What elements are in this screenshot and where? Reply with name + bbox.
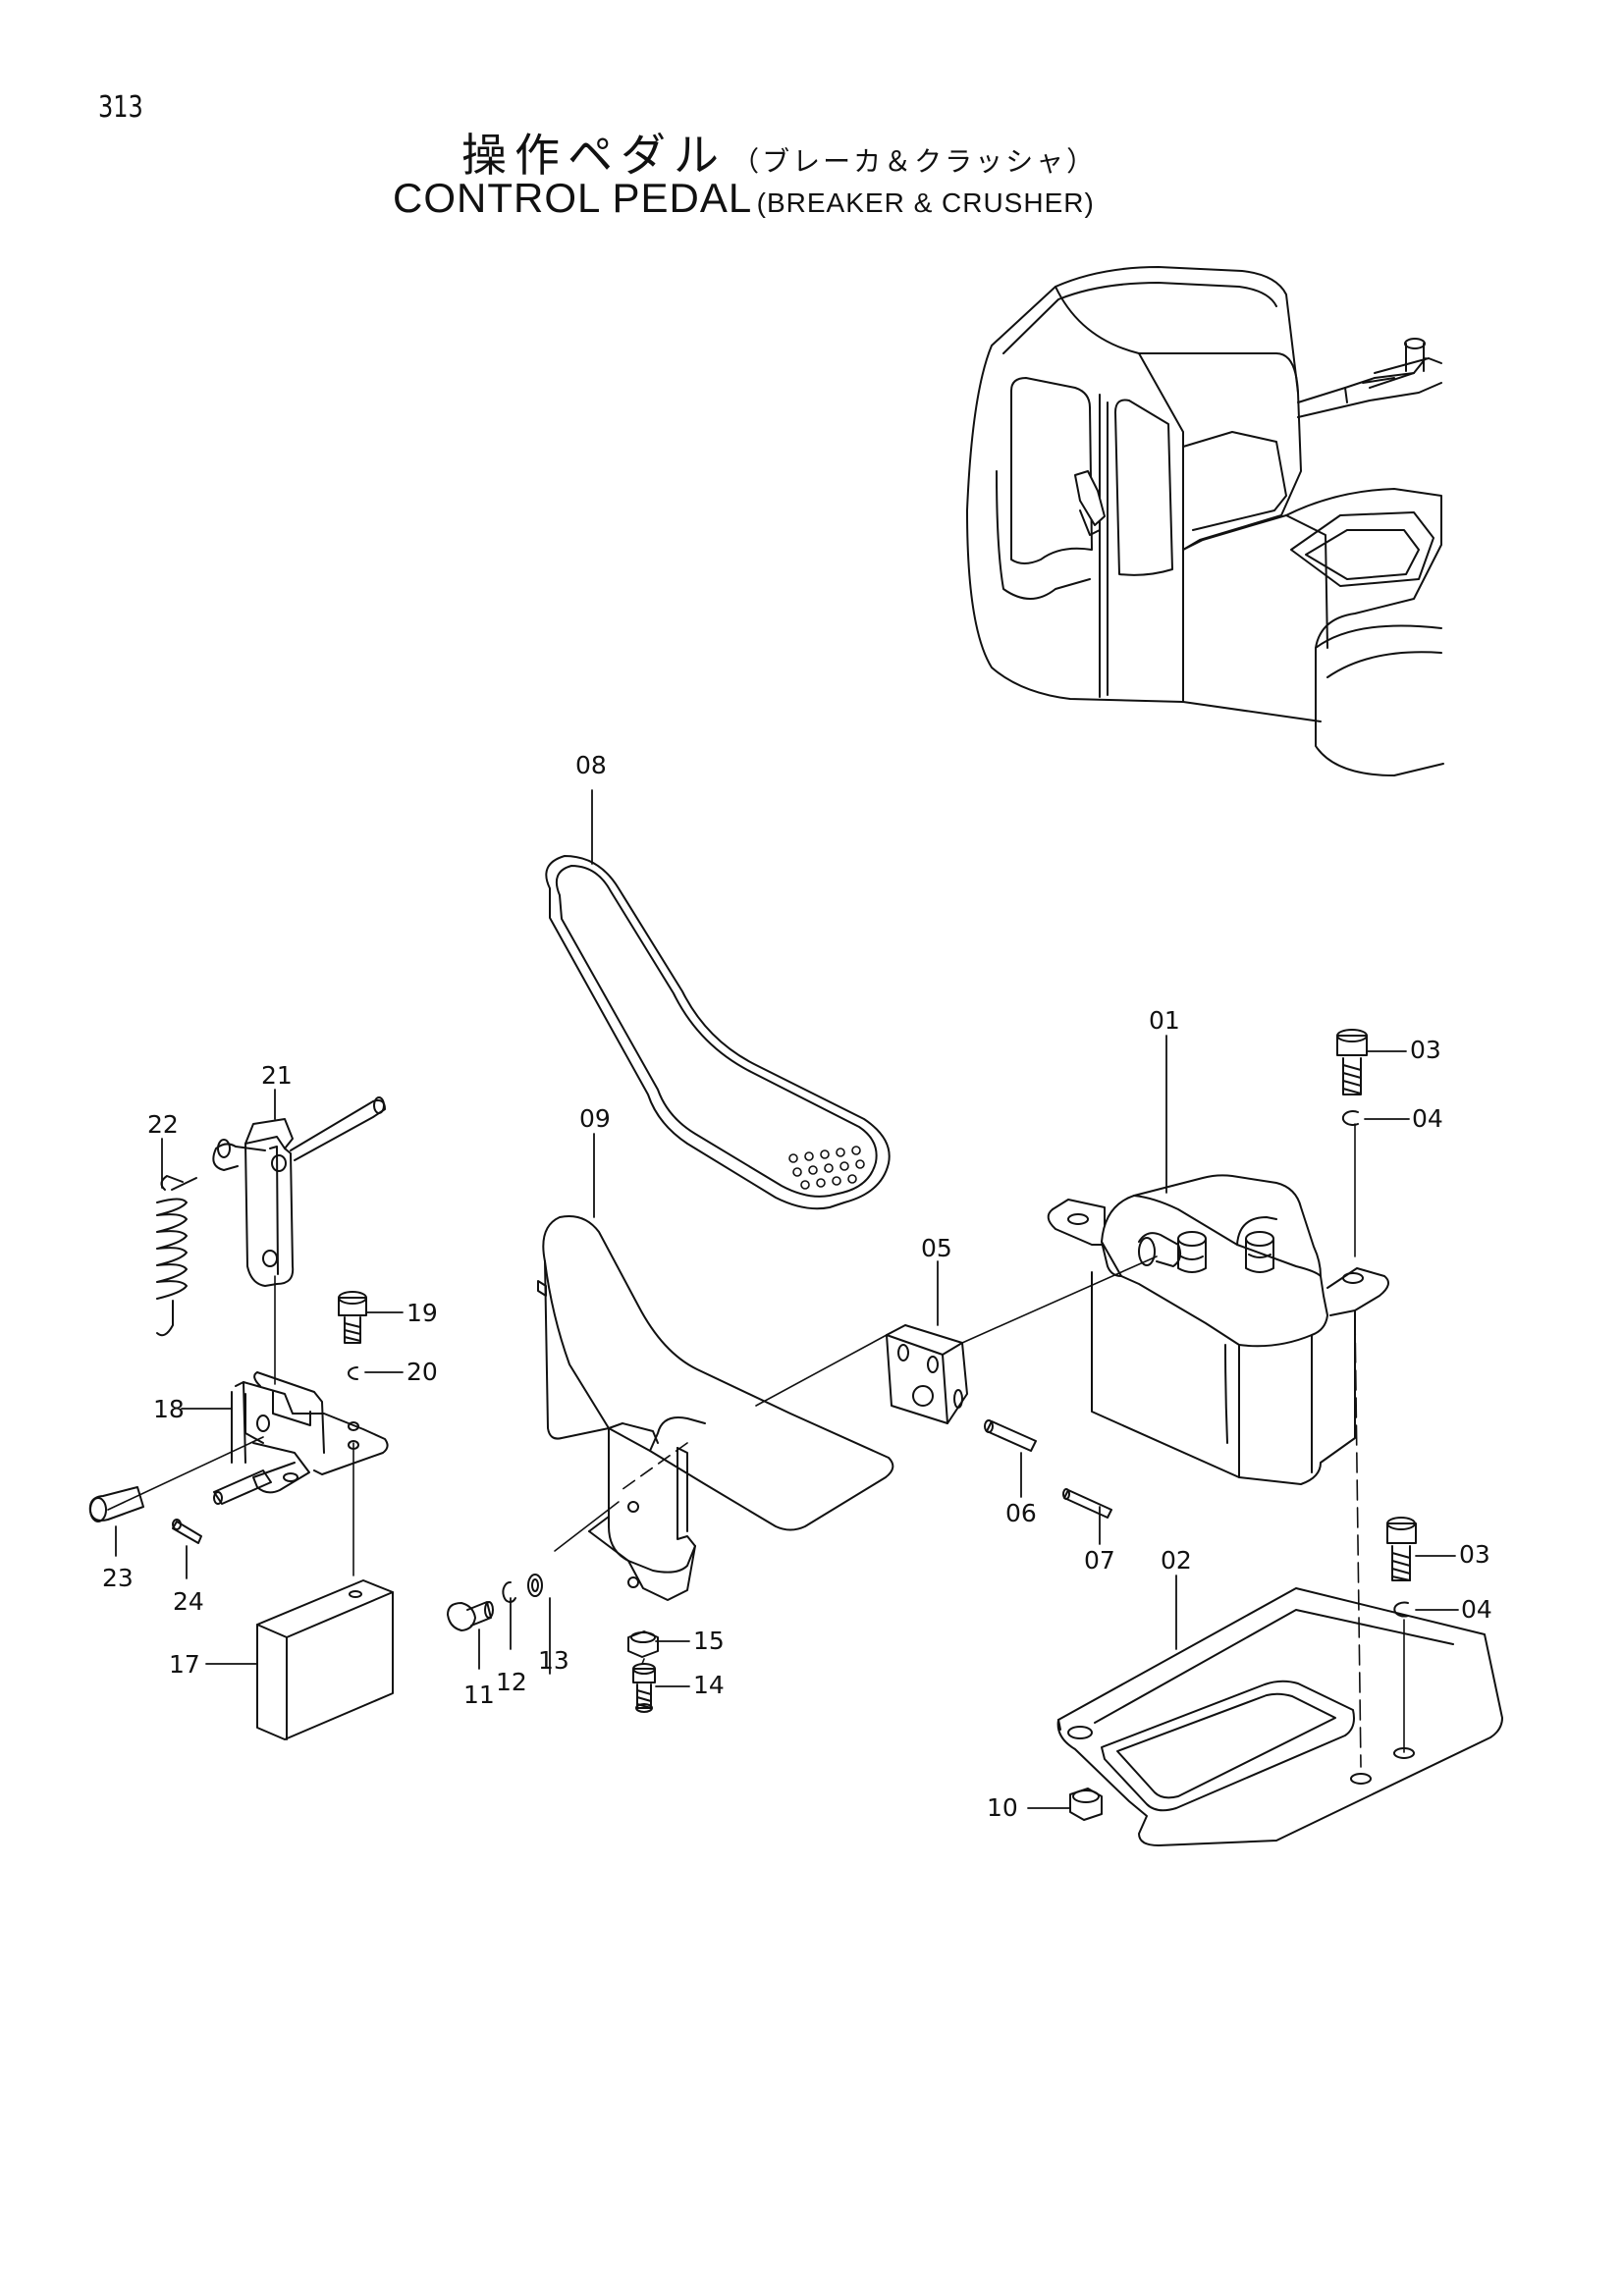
part-23-pin [88,1486,144,1522]
label-13: 13 [538,1646,569,1675]
label-24: 24 [173,1587,204,1616]
label-18: 18 [153,1395,185,1423]
label-12: 12 [496,1668,527,1696]
title-english-sub: (BREAKER & CRUSHER) [756,187,1095,218]
excavator-overview-illustration [966,266,1444,776]
label-08: 08 [575,751,607,779]
part-01-pedal-valve [1047,1174,1389,1485]
part-06-pin [984,1419,1037,1452]
part-15-nut [627,1630,659,1658]
label-10: 10 [987,1793,1018,1822]
label-03-lower: 03 [1459,1540,1490,1569]
label-17: 17 [169,1650,200,1679]
label-23: 23 [102,1564,134,1592]
title-english: CONTROL PEDAL (BREAKER & CRUSHER) [393,175,1095,222]
label-11: 11 [463,1681,495,1709]
title-english-main: CONTROL PEDAL [393,175,753,221]
label-03-upper: 03 [1410,1036,1441,1064]
leader-lines [115,789,1459,1809]
part-07-pin [1062,1488,1112,1519]
label-07: 07 [1084,1546,1115,1575]
label-09: 09 [579,1104,611,1133]
label-06: 06 [1005,1499,1037,1527]
part-04-washer-lower [1393,1601,1409,1618]
label-21: 21 [261,1061,293,1090]
label-02: 02 [1161,1546,1192,1575]
part-20-washer [348,1366,358,1380]
label-19: 19 [406,1299,438,1327]
part-02-base-plate [1056,1587,1503,1846]
page-number: 313 [98,90,143,125]
part-03-bolt-upper [1336,1029,1368,1095]
label-14: 14 [693,1671,725,1699]
part-24-cotter-pin [172,1519,202,1544]
part-labels: 08 09 01 03 04 05 06 07 02 03 04 10 11 1… [102,751,1492,1822]
part-12-snap-ring [502,1580,516,1603]
title-japanese: 操作ペダル （ブレーカ＆クラッシャ） [461,120,1097,185]
part-18-bracket [213,1371,389,1505]
part-21-lever [244,1096,386,1287]
part-14-bolt [632,1663,656,1713]
title-japanese-sub: （ブレーカ＆クラッシャ） [731,145,1098,178]
label-20: 20 [406,1358,438,1386]
label-04-upper: 04 [1412,1104,1443,1133]
part-17-block [256,1579,394,1740]
label-01: 01 [1149,1006,1180,1035]
part-19-bolt [338,1291,367,1344]
part-05-block [886,1324,968,1424]
part-04-washer-upper [1341,1110,1359,1126]
part-11-bolt [447,1601,494,1631]
part-08-pedal-rubber-pad [545,855,891,1210]
label-04-lower: 04 [1461,1595,1492,1624]
label-05: 05 [921,1234,952,1262]
part-09-pedal-arm [537,1215,894,1601]
part-03-bolt-lower [1386,1517,1417,1581]
part-22-spring [156,1139,266,1337]
assembly-lines [107,1123,1405,1768]
part-13-washer [527,1574,543,1597]
part-10-nut [1069,1788,1103,1821]
label-22: 22 [147,1110,179,1139]
label-15: 15 [693,1627,725,1655]
title-japanese-main: 操作ペダル [461,129,727,182]
